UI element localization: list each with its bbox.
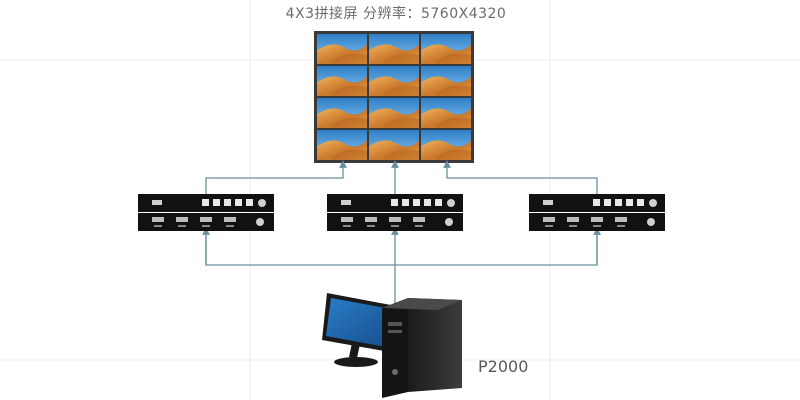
processor-unit [327, 194, 463, 231]
processor-unit [529, 194, 665, 231]
connector-lines [202, 160, 601, 305]
video-wall-panel [369, 66, 419, 96]
connector-bus [205, 236, 598, 266]
video-wall-panel [317, 66, 367, 96]
connector-processor-left-to-wall [205, 160, 347, 194]
video-wall-panel [421, 66, 471, 96]
video-wall-panel [369, 34, 419, 64]
monitor-icon [322, 293, 396, 367]
pc-tower-icon [382, 298, 462, 398]
video-wall-panel [369, 98, 419, 128]
processor-unit [138, 194, 274, 231]
video-wall-panel [317, 98, 367, 128]
video-wall-panel [421, 130, 471, 160]
pc-label: P2000 [478, 357, 529, 376]
connector-processor-right-to-wall [443, 160, 598, 194]
video-wall-panel [369, 130, 419, 160]
pc-workstation [322, 293, 462, 398]
video-wall-panel [421, 34, 471, 64]
processor-units [138, 194, 665, 231]
diagram-title: 4X3拼接屏 分辨率：5760X4320 [285, 6, 507, 22]
video-wall-panel [317, 34, 367, 64]
video-wall [314, 31, 474, 163]
video-wall-panel [421, 98, 471, 128]
video-wall-panel [317, 130, 367, 160]
